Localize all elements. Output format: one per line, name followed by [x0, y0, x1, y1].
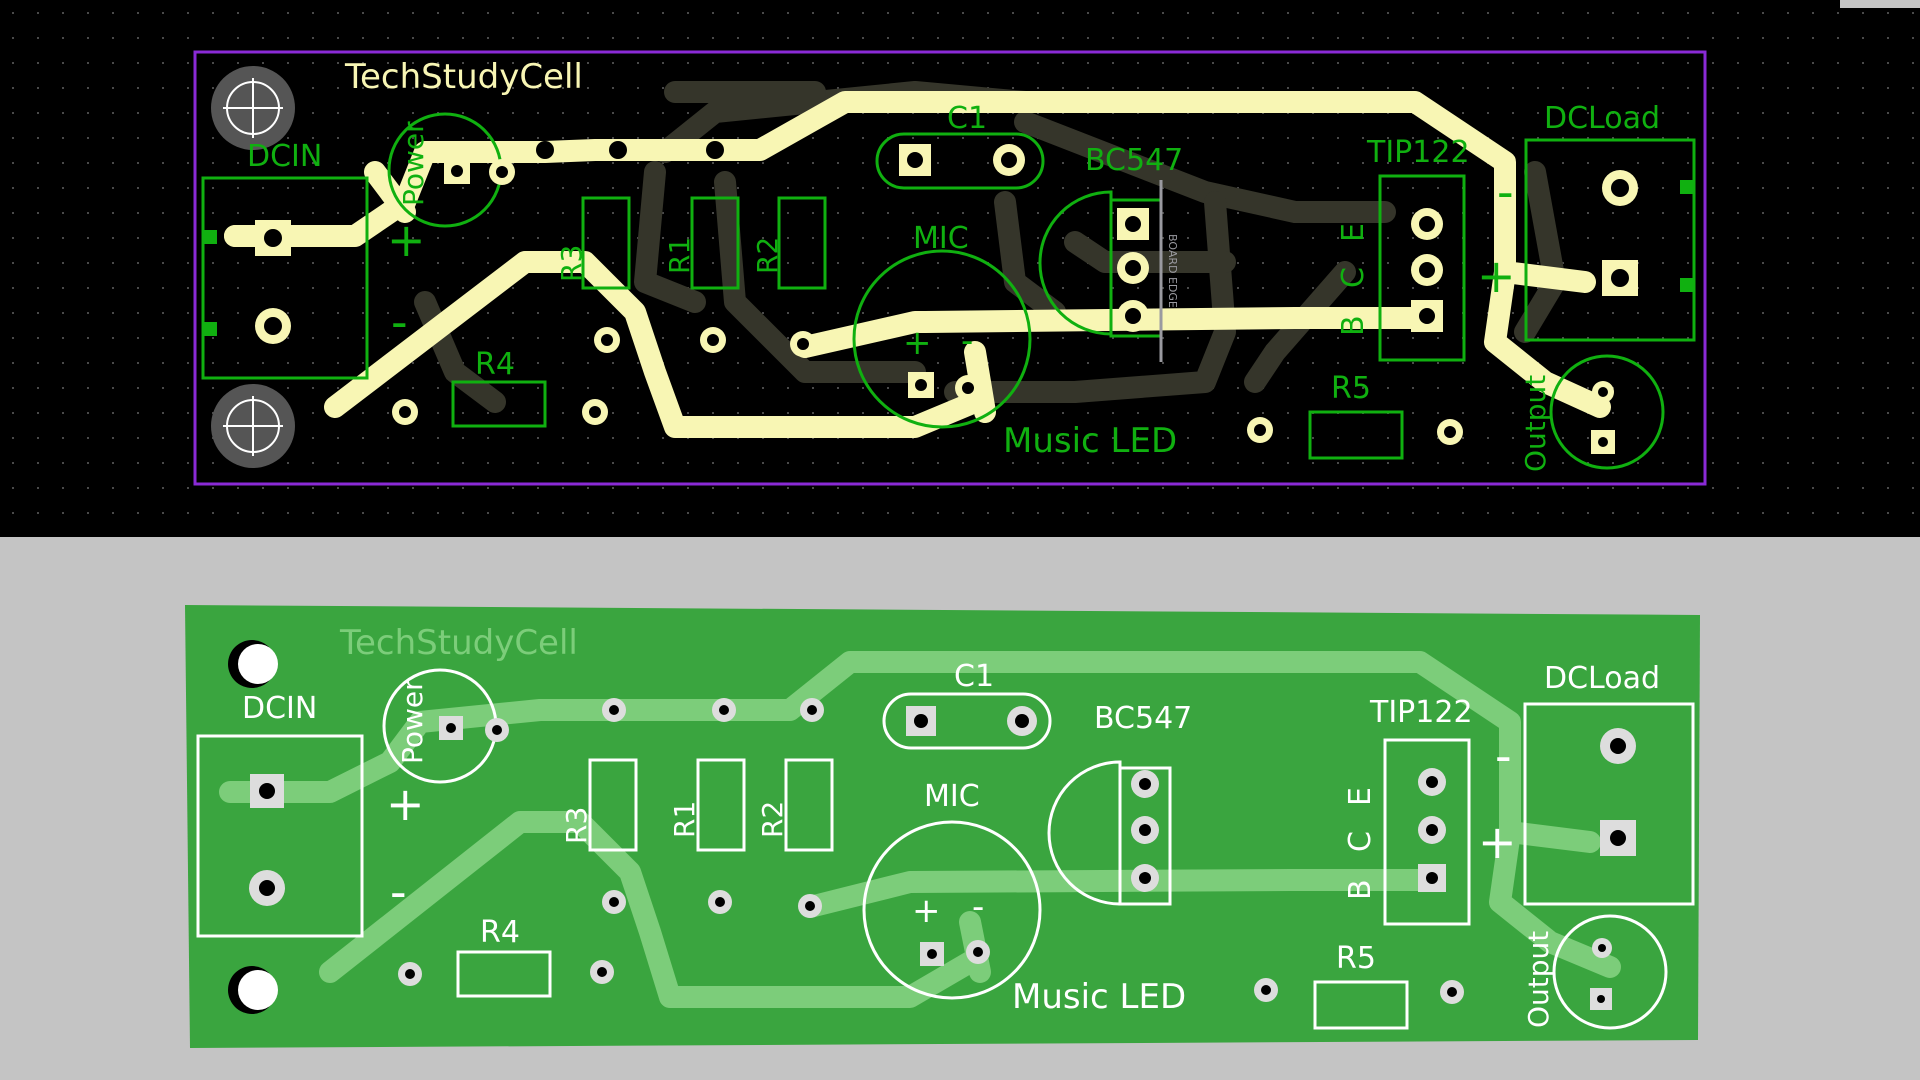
render-pin-e-label: E: [1343, 787, 1378, 806]
dcin-label: DCIN: [247, 139, 322, 174]
render-traces: [219, 651, 1621, 1008]
render-mounting-holes: [228, 640, 278, 1014]
dcin-minus: -: [391, 295, 408, 349]
power-label: Power: [397, 121, 430, 206]
bc547-label: BC547: [1085, 143, 1183, 178]
board-outline: [193, 50, 1707, 486]
dcin-connector-outline: [201, 176, 369, 380]
pcb-layout-view: BOARD EDGE: [0, 0, 1920, 537]
r4-outline: [451, 380, 547, 428]
dcload-minus: -: [1497, 165, 1514, 219]
mounting-hole-top: [211, 66, 295, 150]
brand-label: TechStudyCell: [344, 57, 583, 97]
output-label: Output: [1519, 375, 1552, 472]
tip122-outline: [1378, 174, 1466, 362]
render-bc547-label: BC547: [1094, 701, 1192, 736]
r1-label: R1: [663, 237, 696, 274]
render-power-label: Power: [396, 679, 429, 764]
render-dcin-plus: +: [386, 777, 425, 831]
output-led-outline: [1549, 354, 1665, 470]
render-r1-label: R1: [668, 801, 701, 838]
r2-label: R2: [751, 237, 784, 274]
dcload-label: DCLoad: [1544, 101, 1660, 136]
r4-label: R4: [475, 347, 515, 382]
render-pin-c-label: C: [1343, 831, 1378, 852]
layout-silkscreen: [201, 112, 1696, 470]
layout-labels: TechStudyCell DCIN Power C1 BC547 TIP122…: [247, 57, 1660, 472]
top-layer-traces: [224, 91, 1611, 438]
mic-outline: [852, 249, 1032, 429]
render-r5-label: R5: [1336, 941, 1376, 976]
connector-tabs: [203, 180, 1694, 336]
c1-label: C1: [947, 101, 987, 136]
render-r3-label: R3: [560, 807, 593, 844]
r5-label: R5: [1331, 371, 1371, 406]
render-pads: [249, 698, 1636, 1010]
mic-plus: +: [903, 323, 932, 363]
board-edge-label: BOARD EDGE: [1166, 234, 1179, 308]
render-c1-label: C1: [954, 659, 994, 694]
render-dcload-plus: +: [1478, 815, 1517, 869]
render-mic-minus: -: [972, 887, 984, 927]
pin-e-label: E: [1336, 223, 1371, 242]
r3-outline: [581, 196, 631, 290]
render-tip122-label: TIP122: [1369, 695, 1473, 730]
render-labels: TechStudyCell DCIN Power C1 BC547 TIP122…: [242, 623, 1660, 1028]
render-output-label: Output: [1522, 931, 1555, 1028]
mic-minus: -: [961, 321, 973, 361]
dcload-plus: +: [1477, 249, 1516, 303]
render-product-label: Music LED: [1012, 977, 1186, 1017]
window-corner: [1840, 0, 1920, 8]
render-dcin-label: DCIN: [242, 691, 317, 726]
dcin-plus: +: [387, 213, 426, 267]
render-dcload-label: DCLoad: [1544, 661, 1660, 696]
render-r4-label: R4: [480, 915, 520, 950]
bc547-outline: [1038, 190, 1113, 336]
render-mic-plus: +: [912, 891, 941, 931]
mounting-hole-bottom: [211, 384, 295, 468]
layout-pads: [255, 141, 1638, 454]
render-mic-label: MIC: [924, 779, 980, 814]
render-brand-label: TechStudyCell: [339, 623, 578, 663]
render-silkscreen: [196, 668, 1695, 1030]
pin-c-label: C: [1336, 267, 1371, 288]
mic-label: MIC: [913, 221, 969, 256]
render-dcin-minus: -: [390, 865, 407, 919]
render-pin-b-label: B: [1343, 879, 1378, 900]
r5-outline: [1308, 410, 1404, 460]
pin-b-label: B: [1336, 315, 1371, 336]
tip122-label: TIP122: [1366, 135, 1470, 170]
render-dcload-minus: -: [1495, 729, 1512, 783]
r1-outline: [690, 196, 740, 290]
c1-outline: [875, 132, 1045, 190]
product-label: Music LED: [1003, 421, 1177, 461]
r3-label: R3: [555, 245, 588, 282]
pcb-3d-render-view: TechStudyCell DCIN Power C1 BC547 TIP122…: [0, 537, 1920, 1080]
dcload-connector-outline: [1524, 138, 1696, 342]
r2-outline: [777, 196, 827, 290]
render-r2-label: R2: [756, 801, 789, 838]
